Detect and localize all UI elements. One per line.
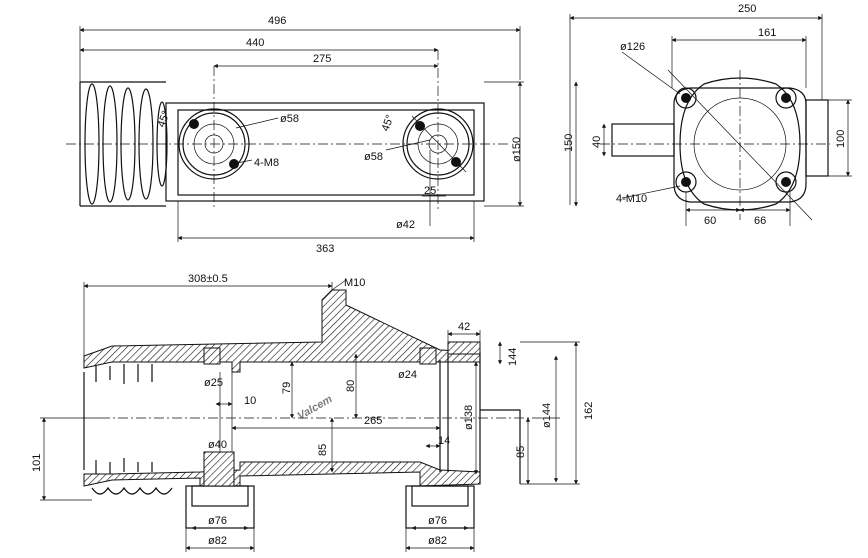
section-end-block [439, 352, 521, 484]
sec-dim-h162: 162 [583, 402, 595, 420]
sec-dim-flange: 42 [458, 321, 470, 333]
sec-dim-h144: 144 [507, 348, 519, 366]
dim-angle-right: 45° [380, 113, 397, 133]
sec-dim-d144: ø144 [541, 403, 553, 428]
section-view: 308±0.5 M10 42 ø25 ø24 79 80 10 265 ø40 … [31, 273, 595, 552]
end-dim-bolt: 4-M10 [616, 193, 647, 205]
sec-dim-d76-left: ø76 [208, 515, 227, 527]
sec-dim-w10: 10 [244, 395, 256, 407]
dim-pin-dia: ø42 [396, 219, 415, 231]
top-body-outline [165, 102, 485, 202]
dim-base-length: 363 [316, 243, 334, 255]
sec-dim-d82-right: ø82 [428, 535, 447, 547]
dim-height: ø150 [511, 137, 523, 162]
sec-dim-length: 308±0.5 [188, 273, 228, 285]
sec-dim-d82-left: ø82 [208, 535, 227, 547]
sec-dim-d76-right: ø76 [428, 515, 447, 527]
sec-dim-d40: ø40 [208, 439, 227, 451]
end-bolts [675, 87, 797, 193]
section-insert-left [203, 347, 221, 365]
end-view: 250 161 ø126 150 40 100 4-M10 60 66 [563, 3, 852, 227]
end-dim-left-off: 60 [704, 215, 716, 227]
sec-dim-w265: 265 [364, 415, 382, 427]
dim-boss-dia-left: ø58 [280, 113, 299, 125]
dim-boss-dia-right: ø58 [364, 151, 383, 163]
dim-overall: 496 [268, 15, 286, 27]
sec-dim-d138: ø138 [463, 405, 475, 430]
section-bore-left [203, 451, 235, 487]
top-boss-left [178, 66, 250, 210]
dim-bolt-top: 4-M8 [254, 157, 279, 169]
sec-dim-d24: ø24 [398, 369, 417, 381]
section-flange [447, 341, 481, 355]
section-sheds [91, 364, 173, 495]
end-dim-right-stub: 100 [835, 130, 847, 148]
section-lower-wall [83, 461, 481, 487]
sec-dim-d25: ø25 [204, 377, 223, 389]
sec-dim-h79: 79 [281, 382, 293, 394]
sec-dim-h85-left: 85 [317, 444, 329, 456]
end-left-stub [611, 123, 675, 157]
sec-dim-thread: M10 [344, 277, 365, 289]
dim-offset: 25 [424, 185, 436, 197]
end-dim-stub: 40 [591, 136, 603, 148]
section-insert-right [419, 347, 437, 365]
end-dim-height: 150 [563, 134, 575, 152]
dim-hole-spacing: 275 [313, 53, 331, 65]
end-dim-bolt-circle-w: 161 [758, 27, 776, 39]
sec-dim-w14: 14 [438, 435, 450, 447]
end-dim-width: 250 [738, 3, 756, 15]
sec-dim-h85-right: 85 [515, 446, 527, 458]
dim-length-440: 440 [246, 37, 264, 49]
top-boss-right [402, 50, 474, 210]
end-right-stub [805, 99, 829, 177]
end-dim-right-off: 66 [754, 215, 766, 227]
sec-dim-h80: 80 [345, 380, 357, 392]
sec-dim-h101: 101 [31, 454, 43, 472]
end-dim-bolt-circle-dia: ø126 [620, 41, 645, 53]
dim-angle-left: 45° [156, 109, 173, 129]
brand-logo: Valcem [296, 393, 335, 423]
top-view: 496 440 275 363 ø150 ø58 ø58 4-M8 45° 45… [66, 15, 524, 255]
top-body-inner [177, 109, 475, 196]
